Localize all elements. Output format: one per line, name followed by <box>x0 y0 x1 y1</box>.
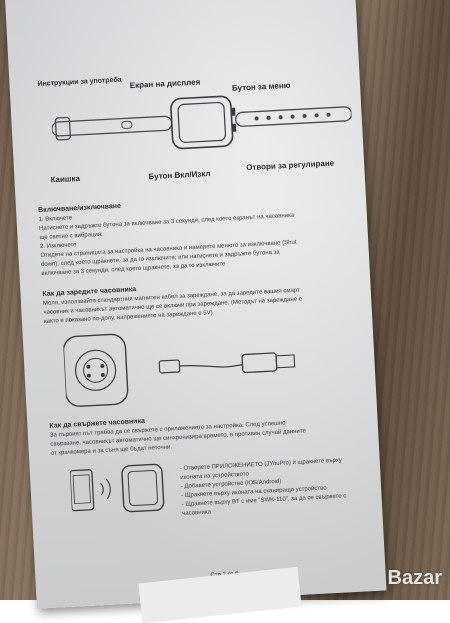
watch-diagram <box>51 95 353 150</box>
connect-step: часовника <box>182 509 212 517</box>
label-buckle: Каишка <box>50 173 81 185</box>
charging-diagram <box>62 333 296 407</box>
manual-title: Инструкции за употреба <box>37 76 122 88</box>
label-holes: Отвори за регулиране <box>245 158 335 173</box>
magnetic-connector <box>158 359 181 374</box>
watch-screen <box>177 101 227 143</box>
label-screen: Екран на дисплея <box>129 77 201 91</box>
power-heading: Включване/изключване <box>37 202 122 215</box>
cable <box>179 364 243 368</box>
label-power-button: Бутон Вкл/Изкл <box>148 169 211 182</box>
instruction-sheet: Инструкции за употреба Екран на дисплея … <box>3 0 387 609</box>
power-line: Натиснете и задръжте бутона за включване… <box>38 212 295 233</box>
usb-plug <box>241 352 278 374</box>
watch-back <box>62 333 129 407</box>
phone-watch-diagram <box>69 463 165 513</box>
right-strap <box>235 106 353 127</box>
watermark-logo: Bazar <box>387 567 442 589</box>
connect-step: - Отворете ПРИЛОЖЕНИЕТО (JYouPro) и щрак… <box>179 457 343 473</box>
adjustment-holes <box>254 112 331 121</box>
power-button-shape <box>231 123 237 132</box>
watch-front <box>121 463 165 513</box>
bluetooth-waves <box>100 478 111 500</box>
watch-body <box>170 95 234 150</box>
menu-button-shape <box>231 107 236 116</box>
phone-shape <box>69 469 95 512</box>
buckle <box>54 116 71 141</box>
